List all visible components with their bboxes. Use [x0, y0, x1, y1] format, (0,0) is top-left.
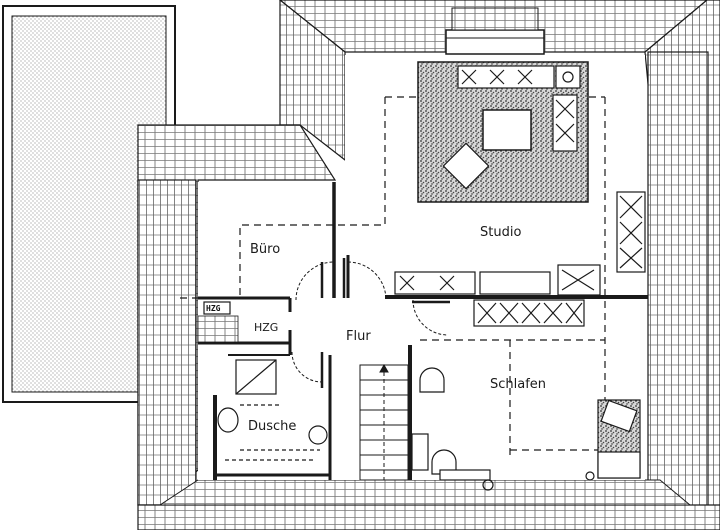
- door-leaves: [320, 258, 450, 388]
- schlafen-furniture: [411, 367, 494, 491]
- studio-rug: [417, 61, 589, 203]
- room-label-hzg: HZG: [254, 321, 278, 334]
- room-labels: Büro Studio HZG Flur Schlafen Dusche: [248, 225, 546, 434]
- heating-unit-label: HZG: [206, 304, 221, 313]
- room-label-dusche: Dusche: [248, 419, 296, 434]
- wardrobe: [473, 299, 585, 327]
- room-label-flur: Flur: [346, 329, 371, 344]
- walls: [198, 182, 648, 480]
- studio-shelves: [394, 191, 646, 296]
- room-label-schlafen: Schlafen: [490, 377, 546, 392]
- room-label-buero: Büro: [250, 242, 280, 257]
- heating-unit: HZG: [197, 301, 239, 343]
- roof-tiles: [137, 0, 720, 530]
- sofa: [457, 65, 581, 152]
- room-label-studio: Studio: [480, 225, 521, 240]
- stairs: [359, 363, 409, 481]
- doors: [291, 261, 449, 383]
- dormer-window: [445, 7, 545, 55]
- bed: [585, 399, 641, 481]
- armchair: [442, 142, 490, 190]
- bathroom-fixtures: [217, 359, 328, 461]
